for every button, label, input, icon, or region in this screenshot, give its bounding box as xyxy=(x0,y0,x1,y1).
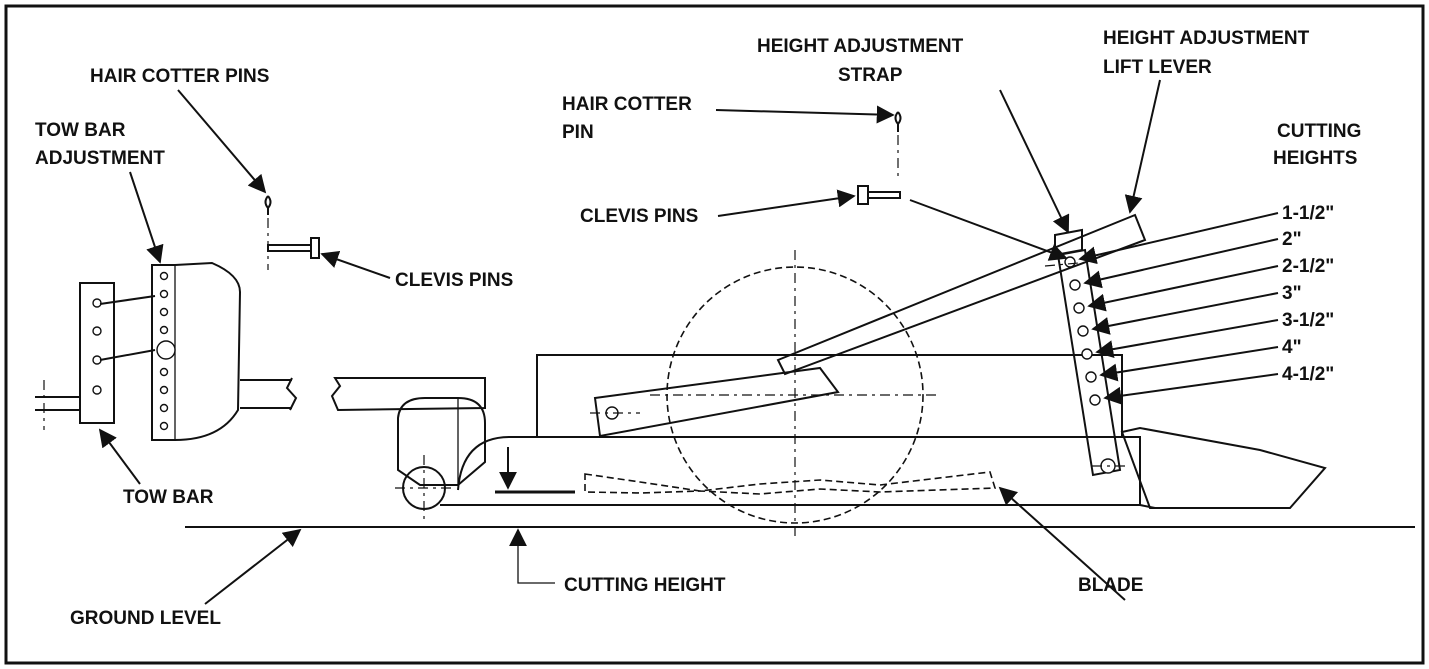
cutting-height-1: 1-1/2" xyxy=(1282,203,1334,224)
cutting-height-4: 3" xyxy=(1282,283,1302,304)
wheel xyxy=(650,250,940,538)
cutting-height-5: 3-1/2" xyxy=(1282,310,1334,331)
label-tow-bar: TOW BAR xyxy=(123,487,214,508)
label-clevis-pins-left: CLEVIS PINS xyxy=(395,270,513,291)
label-cutting-height: CUTTING HEIGHT xyxy=(564,575,726,596)
label-height-adjustment-strap-line1: HEIGHT ADJUSTMENT xyxy=(757,36,964,57)
label-height-adjustment-strap-line2: STRAP xyxy=(838,65,903,86)
label-tow-bar-adjustment-line2: ADJUSTMENT xyxy=(35,148,165,169)
label-tow-bar-adjustment-line1: TOW BAR xyxy=(35,120,126,141)
cutting-height-2: 2" xyxy=(1282,229,1302,250)
label-hair-cotter-pin-line2: PIN xyxy=(562,122,594,143)
label-cutting-heights-line2: HEIGHTS xyxy=(1273,148,1357,169)
label-lift-lever-line2: LIFT LEVER xyxy=(1103,57,1212,78)
label-hair-cotter-pin-line1: HAIR COTTER xyxy=(562,94,692,115)
height-adjustment-strap xyxy=(1044,248,1130,477)
cutting-height-7: 4-1/2" xyxy=(1282,364,1334,385)
label-clevis-pins-center: CLEVIS PINS xyxy=(580,206,698,227)
left-pins xyxy=(264,195,320,270)
leader-arrows xyxy=(98,79,1279,605)
blade xyxy=(495,447,997,495)
label-cutting-heights-line1: CUTTING xyxy=(1277,121,1361,142)
lift-arm xyxy=(590,213,1147,438)
cutting-height-3: 2-1/2" xyxy=(1282,256,1334,277)
frame-border xyxy=(4,4,1425,665)
cutting-height-6: 4" xyxy=(1282,337,1302,358)
center-pins xyxy=(857,111,902,205)
tow-bar-adjustment-plate xyxy=(99,261,298,441)
tow-bar-hitch xyxy=(35,282,115,430)
label-lift-lever-line1: HEIGHT ADJUSTMENT xyxy=(1103,28,1310,49)
label-ground-level: GROUND LEVEL xyxy=(70,608,221,629)
label-hair-cotter-pins: HAIR COTTER PINS xyxy=(90,66,269,87)
label-blade: BLADE xyxy=(1078,575,1143,596)
